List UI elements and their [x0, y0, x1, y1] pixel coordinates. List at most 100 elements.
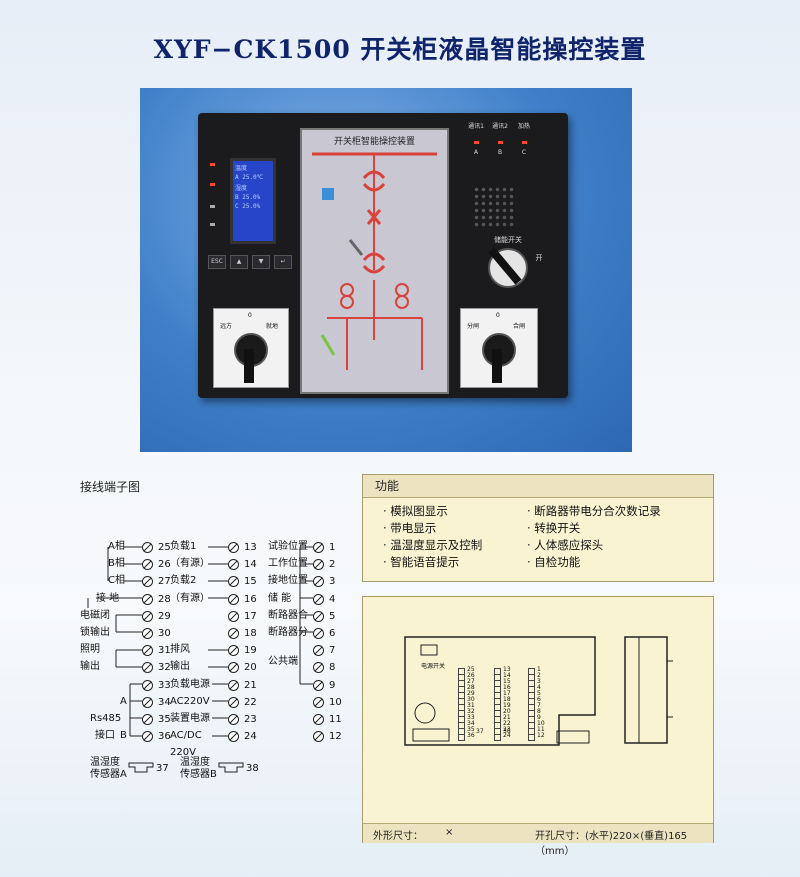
terminal: 34	[142, 696, 171, 708]
terminal-number: 13	[503, 666, 511, 673]
terminal: 21	[228, 679, 257, 691]
functions-panel: 功能 · 模拟图显示 · 带电显示 · 温湿度显示及控制 · 智能语音提示 · …	[362, 474, 714, 582]
switch-label: 0	[248, 312, 252, 319]
terminal-number: 36	[158, 731, 171, 743]
terminal-label: 装置电源	[170, 713, 210, 724]
terminal-label: 接地位置	[268, 575, 308, 587]
terminal-number: 21	[244, 679, 257, 691]
terminal: 31	[142, 645, 171, 657]
terminal-screw-icon	[228, 559, 239, 571]
terminal-screw-icon	[313, 576, 324, 588]
terminal: 5	[313, 610, 335, 622]
terminal-screw-icon	[228, 714, 239, 725]
terminal: 1	[313, 542, 335, 553]
terminal-label: 排风	[170, 644, 190, 656]
mimic-diagram-panel: 开关柜智能操控装置	[300, 128, 449, 394]
outline-size-label: 外形尺寸：	[373, 831, 423, 842]
terminal-label: 公共端	[268, 656, 298, 668]
terminal-screw-icon	[142, 645, 153, 657]
sensor-label: 传感器A	[90, 769, 127, 780]
function-item: · 带电显示	[383, 521, 437, 535]
terminal-section-title: 接线端子图	[80, 480, 141, 494]
terminal-screw-icon	[313, 593, 324, 605]
phase-label: C	[521, 149, 527, 156]
indicator-label: 通讯2	[492, 123, 508, 130]
terminal: 30	[142, 628, 171, 639]
terminal-screw-icon	[142, 731, 153, 743]
terminal: 19	[228, 645, 257, 657]
terminal-screw-icon	[142, 679, 153, 691]
terminal-label: Rs485	[90, 713, 122, 724]
terminal-label: 负载2	[170, 575, 197, 587]
key-row: ESC ▲ ▼ ↵	[208, 255, 292, 269]
enter-key[interactable]: ↵	[274, 255, 292, 269]
functions-list-left: · 模拟图显示 · 带电显示 · 温湿度显示及控制 · 智能语音提示	[383, 503, 482, 571]
terminal-number: 23	[244, 714, 257, 725]
terminal-label: 输出	[80, 661, 100, 673]
terminal-number: 19	[503, 702, 511, 709]
terminal-screw-icon	[228, 679, 239, 691]
terminal-label: 接 地	[96, 592, 120, 604]
terminal-label: A	[120, 695, 127, 707]
terminal: 11	[313, 714, 342, 725]
esc-key[interactable]: ESC	[208, 255, 226, 269]
lcd-line: B 25.0%	[235, 194, 261, 201]
product-photo: 温度 A 25.0℃ 湿度 B 25.0% C 25.0% ESC ▲ ▼ ↵ …	[140, 88, 632, 452]
terminal-number: 9	[329, 679, 336, 691]
down-key[interactable]: ▼	[252, 255, 270, 269]
terminal-screw-icon	[313, 714, 324, 725]
up-key[interactable]: ▲	[230, 255, 248, 269]
terminal-number: 6	[329, 628, 336, 639]
terminal-number: 26	[467, 672, 475, 679]
terminal-number: 33	[467, 714, 475, 721]
terminal-number: 10	[537, 720, 545, 727]
terminal-number: 12	[537, 732, 545, 739]
terminal-number: 17	[244, 610, 257, 622]
terminal-number: 27	[467, 678, 475, 685]
terminal-number: 15	[503, 678, 511, 685]
terminal-number: 33	[158, 679, 171, 691]
terminal-number: 23	[503, 726, 511, 733]
function-item: · 断路器带电分合次数记录	[527, 504, 661, 518]
terminal-number: 11	[329, 714, 342, 725]
single-line-diagram	[312, 152, 437, 370]
terminal-number: 17	[503, 690, 511, 697]
terminal-number: 35	[158, 714, 171, 725]
page-title: XYF−CK1500 开关柜液晶智能操控装置	[153, 35, 647, 64]
terminal: 35	[142, 714, 171, 725]
terminal-screw-icon	[228, 696, 239, 708]
terminal-label: 负载电源	[170, 678, 210, 690]
terminal-number: 34	[467, 720, 475, 727]
terminal-block-icon	[494, 734, 501, 741]
terminal-number: 11	[537, 726, 545, 733]
terminal: 6	[313, 628, 335, 639]
sensor-label: 温湿度	[180, 757, 210, 768]
function-item: · 自检功能	[527, 555, 581, 569]
terminal-screw-icon	[313, 662, 324, 674]
speaker-grille	[473, 186, 515, 228]
terminal-label: 照明	[80, 644, 100, 656]
terminal-number: 21	[503, 714, 511, 721]
terminal: 20	[228, 662, 257, 674]
terminal-number: 19	[244, 645, 257, 657]
terminal-screw-icon	[228, 731, 239, 743]
phase-label: A	[473, 149, 479, 156]
terminal-label: 锁输出	[80, 627, 110, 638]
terminal: 16	[228, 593, 257, 605]
terminal-number: 27	[158, 576, 171, 588]
terminal-number: 28	[467, 684, 475, 691]
sensor-connector-icon	[218, 762, 244, 773]
sensor-label: 温湿度	[90, 757, 120, 768]
terminal-number: 22	[503, 720, 511, 727]
terminal-number: 8	[329, 662, 336, 674]
open-close-switch-plate: 分闸 0 合闸	[460, 308, 538, 388]
terminal-label: 储 能	[268, 592, 292, 604]
terminal: 32	[142, 662, 171, 674]
terminal-number: 13	[244, 542, 257, 553]
function-item: · 模拟图显示	[383, 504, 448, 518]
terminal-number: 7	[537, 702, 541, 709]
terminal-number: 5	[537, 690, 541, 697]
terminal-number: 3	[537, 678, 541, 685]
switch-label: 分闸	[467, 323, 480, 330]
